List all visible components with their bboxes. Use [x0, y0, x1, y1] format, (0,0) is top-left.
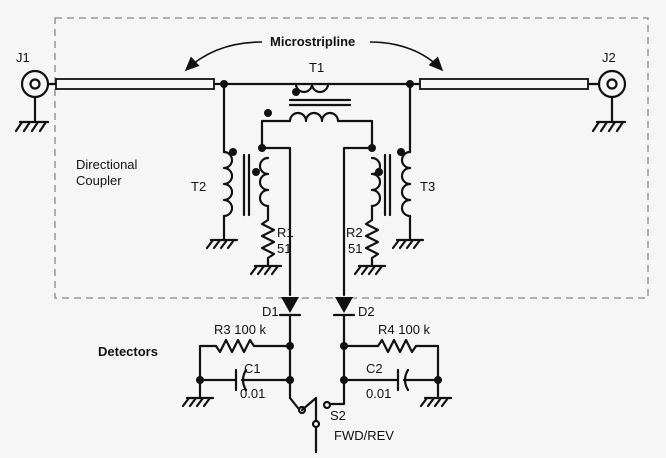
transformer-t3 — [370, 82, 425, 250]
label-directional: Directional — [76, 157, 138, 172]
arrow-left — [184, 41, 263, 72]
diode-d1 — [278, 297, 302, 385]
label-t1: T1 — [309, 60, 324, 75]
label-c1-val: 0.01 — [240, 386, 265, 401]
connector-j1 — [14, 69, 50, 133]
label-coupler: Coupler — [76, 173, 122, 188]
transformer-t2 — [205, 82, 270, 250]
diode-d2 — [332, 297, 356, 385]
microstrip-left — [55, 78, 215, 90]
label-r1-ref: R1 — [277, 225, 294, 240]
detector-right — [322, 338, 453, 410]
label-j2: J2 — [602, 50, 616, 65]
label-d2: D2 — [358, 304, 375, 319]
coupler-enclosure — [54, 17, 649, 299]
label-detectors: Detectors — [98, 344, 158, 359]
transformer-t1 — [264, 82, 352, 123]
label-r2-ref: R2 — [346, 225, 363, 240]
label-j1: J1 — [16, 50, 30, 65]
label-c2-ref: C2 — [366, 361, 383, 376]
t1-secondary-right — [336, 119, 374, 150]
connector-j2 — [591, 69, 627, 133]
label-r3: R3 100 k — [214, 322, 267, 337]
label-t2: T2 — [191, 179, 206, 194]
label-c2-val: 0.01 — [366, 386, 391, 401]
resistor-r1-branch — [249, 144, 292, 297]
arrow-right — [369, 41, 444, 72]
microstrip-right — [419, 78, 589, 90]
label-r1-val: 51 — [277, 241, 291, 256]
label-s2: S2 — [330, 408, 346, 423]
label-d1: D1 — [262, 304, 279, 319]
label-r2-val: 51 — [348, 241, 362, 256]
switch-s2[interactable] — [300, 396, 321, 454]
label-r4: R4 100 k — [378, 322, 431, 337]
t1-secondary-left — [260, 119, 292, 150]
detector-left — [181, 338, 307, 415]
label-fwd-rev: FWD/REV — [334, 428, 394, 443]
label-t3: T3 — [420, 179, 435, 194]
resistor-r2-branch — [342, 144, 387, 297]
label-microstripline: Microstripline — [270, 34, 355, 49]
label-c1-ref: C1 — [244, 361, 261, 376]
